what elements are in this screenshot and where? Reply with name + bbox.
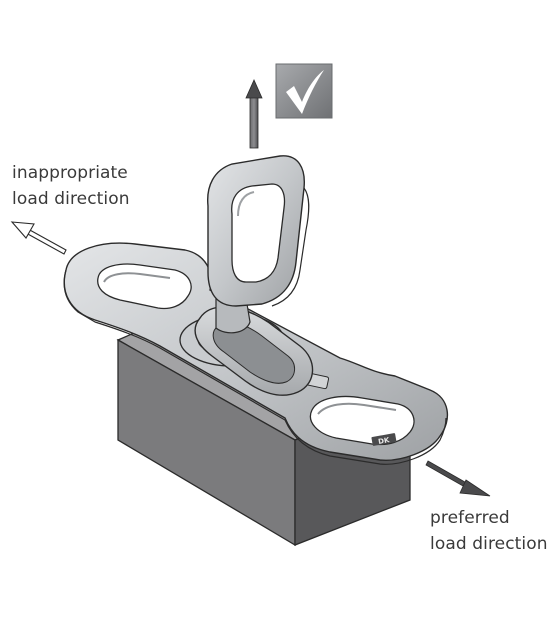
preferred-label-line2: load direction (430, 534, 548, 554)
product-marking-plate (371, 433, 397, 446)
checkmark-box (275, 63, 333, 119)
preferred-label-line1: preferred (430, 508, 510, 528)
checkmark-icon (286, 70, 324, 114)
left-eye-opening (97, 263, 192, 310)
outline-arrow-icon (10, 221, 67, 255)
inappropriate-label-line1: inappropriate (12, 163, 128, 183)
inappropriate-load-direction-label: inappropriate load direction (12, 160, 130, 212)
inappropriate-label-line2: load direction (12, 189, 130, 209)
upright-ring-opening (231, 183, 286, 283)
upright-lifting-ring (207, 155, 310, 307)
preferred-load-direction-label: preferred load direction (430, 505, 548, 557)
center-swivel (179, 297, 314, 396)
product-marking: DK (378, 436, 391, 446)
shackle-neck (215, 297, 251, 334)
solid-arrow-icon (425, 460, 491, 497)
base-plate-edge (63, 269, 447, 465)
up-arrow-icon (245, 79, 263, 149)
